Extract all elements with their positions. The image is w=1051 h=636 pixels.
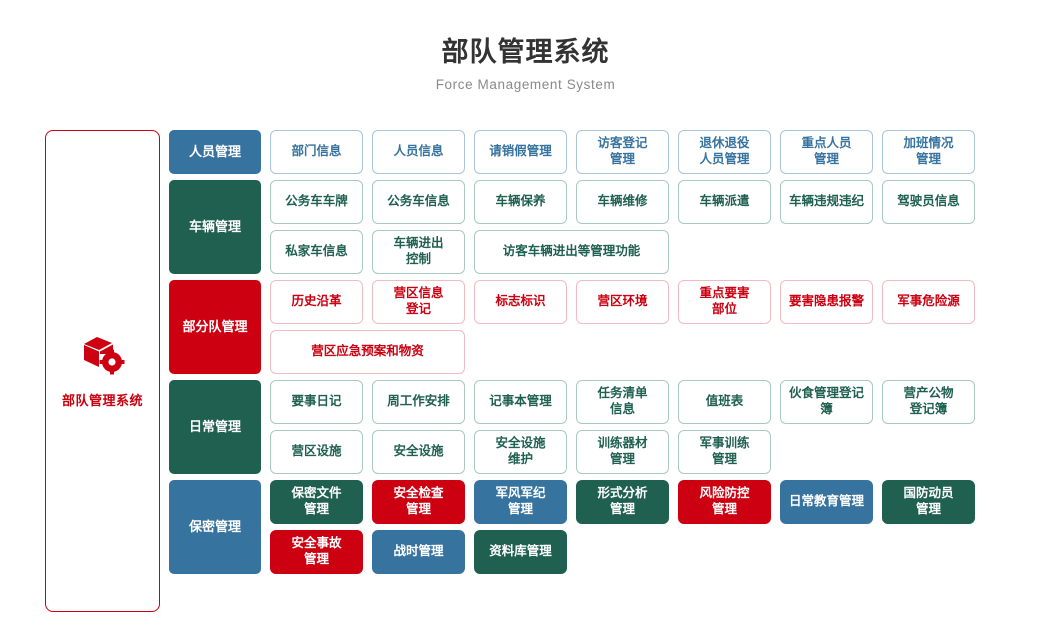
module-card-伙食管理登记簿[interactable]: 伙食管理登记簿: [780, 380, 873, 424]
module-card-训练器材管理[interactable]: 训练器材管理: [576, 430, 669, 474]
module-card-安全设施[interactable]: 安全设施: [372, 430, 465, 474]
module-card-营区应急预案和物资[interactable]: 营区应急预案和物资: [270, 330, 465, 374]
module-card-国防动员管理[interactable]: 国防动员管理: [882, 480, 975, 524]
module-card-驾驶员信息[interactable]: 驾驶员信息: [882, 180, 975, 224]
module-grid: 人员管理部门信息人员信息请销假管理访客登记管理退休退役人员管理重点人员管理加班情…: [169, 130, 1011, 580]
brand-panel: 部队管理系统: [45, 130, 160, 612]
section-row: 部分队管理历史沿革营区信息登记标志标识营区环境重点要害部位要害隐患报警军事危险源…: [169, 280, 1011, 374]
module-card-重点要害部位[interactable]: 重点要害部位: [678, 280, 771, 324]
module-card-车辆维修[interactable]: 车辆维修: [576, 180, 669, 224]
module-card-安全检查管理[interactable]: 安全检查管理: [372, 480, 465, 524]
module-card-值班表[interactable]: 值班表: [678, 380, 771, 424]
section-header-部分队管理[interactable]: 部分队管理: [169, 280, 261, 374]
page-subtitle: Force Management System: [435, 77, 616, 93]
module-card-人员信息[interactable]: 人员信息: [372, 130, 465, 174]
module-card-风险防控管理[interactable]: 风险防控管理: [678, 480, 771, 524]
module-card-公务车信息[interactable]: 公务车信息: [372, 180, 465, 224]
module-card-任务清单信息[interactable]: 任务清单信息: [576, 380, 669, 424]
module-card-退休退役人员管理[interactable]: 退休退役人员管理: [678, 130, 771, 174]
module-card-资料库管理[interactable]: 资料库管理: [474, 530, 567, 574]
section-row: 日常管理要事日记周工作安排记事本管理任务清单信息值班表伙食管理登记簿营产公物登记…: [169, 380, 1011, 474]
section-items: 历史沿革营区信息登记标志标识营区环境重点要害部位要害隐患报警军事危险源营区应急预…: [270, 280, 1011, 374]
module-card-车辆进出控制[interactable]: 车辆进出控制: [372, 230, 465, 274]
module-card-请销假管理[interactable]: 请销假管理: [474, 130, 567, 174]
section-header-保密管理[interactable]: 保密管理: [169, 480, 261, 574]
module-card-战时管理[interactable]: 战时管理: [372, 530, 465, 574]
module-card-周工作安排[interactable]: 周工作安排: [372, 380, 465, 424]
section-items: 部门信息人员信息请销假管理访客登记管理退休退役人员管理重点人员管理加班情况管理: [270, 130, 1011, 174]
brand-label: 部队管理系统: [61, 392, 143, 408]
module-card-安全事故管理[interactable]: 安全事故管理: [270, 530, 363, 574]
module-card-营区信息登记[interactable]: 营区信息登记: [372, 280, 465, 324]
module-card-部门信息[interactable]: 部门信息: [270, 130, 363, 174]
module-card-车辆保养[interactable]: 车辆保养: [474, 180, 567, 224]
module-card-访客登记管理[interactable]: 访客登记管理: [576, 130, 669, 174]
page-header: 部队管理系统 Force Management System: [0, 0, 1051, 92]
module-card-军事危险源[interactable]: 军事危险源: [882, 280, 975, 324]
module-card-记事本管理[interactable]: 记事本管理: [474, 380, 567, 424]
module-card-营区设施[interactable]: 营区设施: [270, 430, 363, 474]
module-card-访客车辆进出等管理功能[interactable]: 访客车辆进出等管理功能: [474, 230, 669, 274]
section-header-车辆管理[interactable]: 车辆管理: [169, 180, 261, 274]
section-items: 公务车车牌公务车信息车辆保养车辆维修车辆派遣车辆违规违纪驾驶员信息私家车信息车辆…: [270, 180, 1011, 274]
module-card-加班情况管理[interactable]: 加班情况管理: [882, 130, 975, 174]
module-card-安全设施维护[interactable]: 安全设施维护: [474, 430, 567, 474]
module-card-要害隐患报警[interactable]: 要害隐患报警: [780, 280, 873, 324]
module-card-标志标识[interactable]: 标志标识: [474, 280, 567, 324]
section-row: 车辆管理公务车车牌公务车信息车辆保养车辆维修车辆派遣车辆违规违纪驾驶员信息私家车…: [169, 180, 1011, 274]
section-row: 人员管理部门信息人员信息请销假管理访客登记管理退休退役人员管理重点人员管理加班情…: [169, 130, 1011, 174]
module-card-历史沿革[interactable]: 历史沿革: [270, 280, 363, 324]
module-card-营产公物登记簿[interactable]: 营产公物登记簿: [882, 380, 975, 424]
module-card-要事日记[interactable]: 要事日记: [270, 380, 363, 424]
module-card-保密文件管理[interactable]: 保密文件管理: [270, 480, 363, 524]
module-card-私家车信息[interactable]: 私家车信息: [270, 230, 363, 274]
module-card-公务车车牌[interactable]: 公务车车牌: [270, 180, 363, 224]
section-header-日常管理[interactable]: 日常管理: [169, 380, 261, 474]
module-card-军事训练管理[interactable]: 军事训练管理: [678, 430, 771, 474]
module-card-日常教育管理[interactable]: 日常教育管理: [780, 480, 873, 524]
module-card-形式分析管理[interactable]: 形式分析管理: [576, 480, 669, 524]
cube-gear-icon: [80, 334, 126, 381]
section-items: 保密文件管理安全检查管理军风军纪管理形式分析管理风险防控管理日常教育管理国防动员…: [270, 480, 1011, 574]
content-area: 部队管理系统 人员管理部门信息人员信息请销假管理访客登记管理退休退役人员管理重点…: [45, 130, 1011, 612]
section-row: 保密管理保密文件管理安全检查管理军风军纪管理形式分析管理风险防控管理日常教育管理…: [169, 480, 1011, 574]
section-header-人员管理[interactable]: 人员管理: [169, 130, 261, 174]
module-card-车辆派遣[interactable]: 车辆派遣: [678, 180, 771, 224]
module-card-营区环境[interactable]: 营区环境: [576, 280, 669, 324]
module-card-车辆违规违纪[interactable]: 车辆违规违纪: [780, 180, 873, 224]
page-title: 部队管理系统: [441, 37, 610, 67]
module-card-重点人员管理[interactable]: 重点人员管理: [780, 130, 873, 174]
section-items: 要事日记周工作安排记事本管理任务清单信息值班表伙食管理登记簿营产公物登记簿营区设…: [270, 380, 1011, 474]
module-card-军风军纪管理[interactable]: 军风军纪管理: [474, 480, 567, 524]
